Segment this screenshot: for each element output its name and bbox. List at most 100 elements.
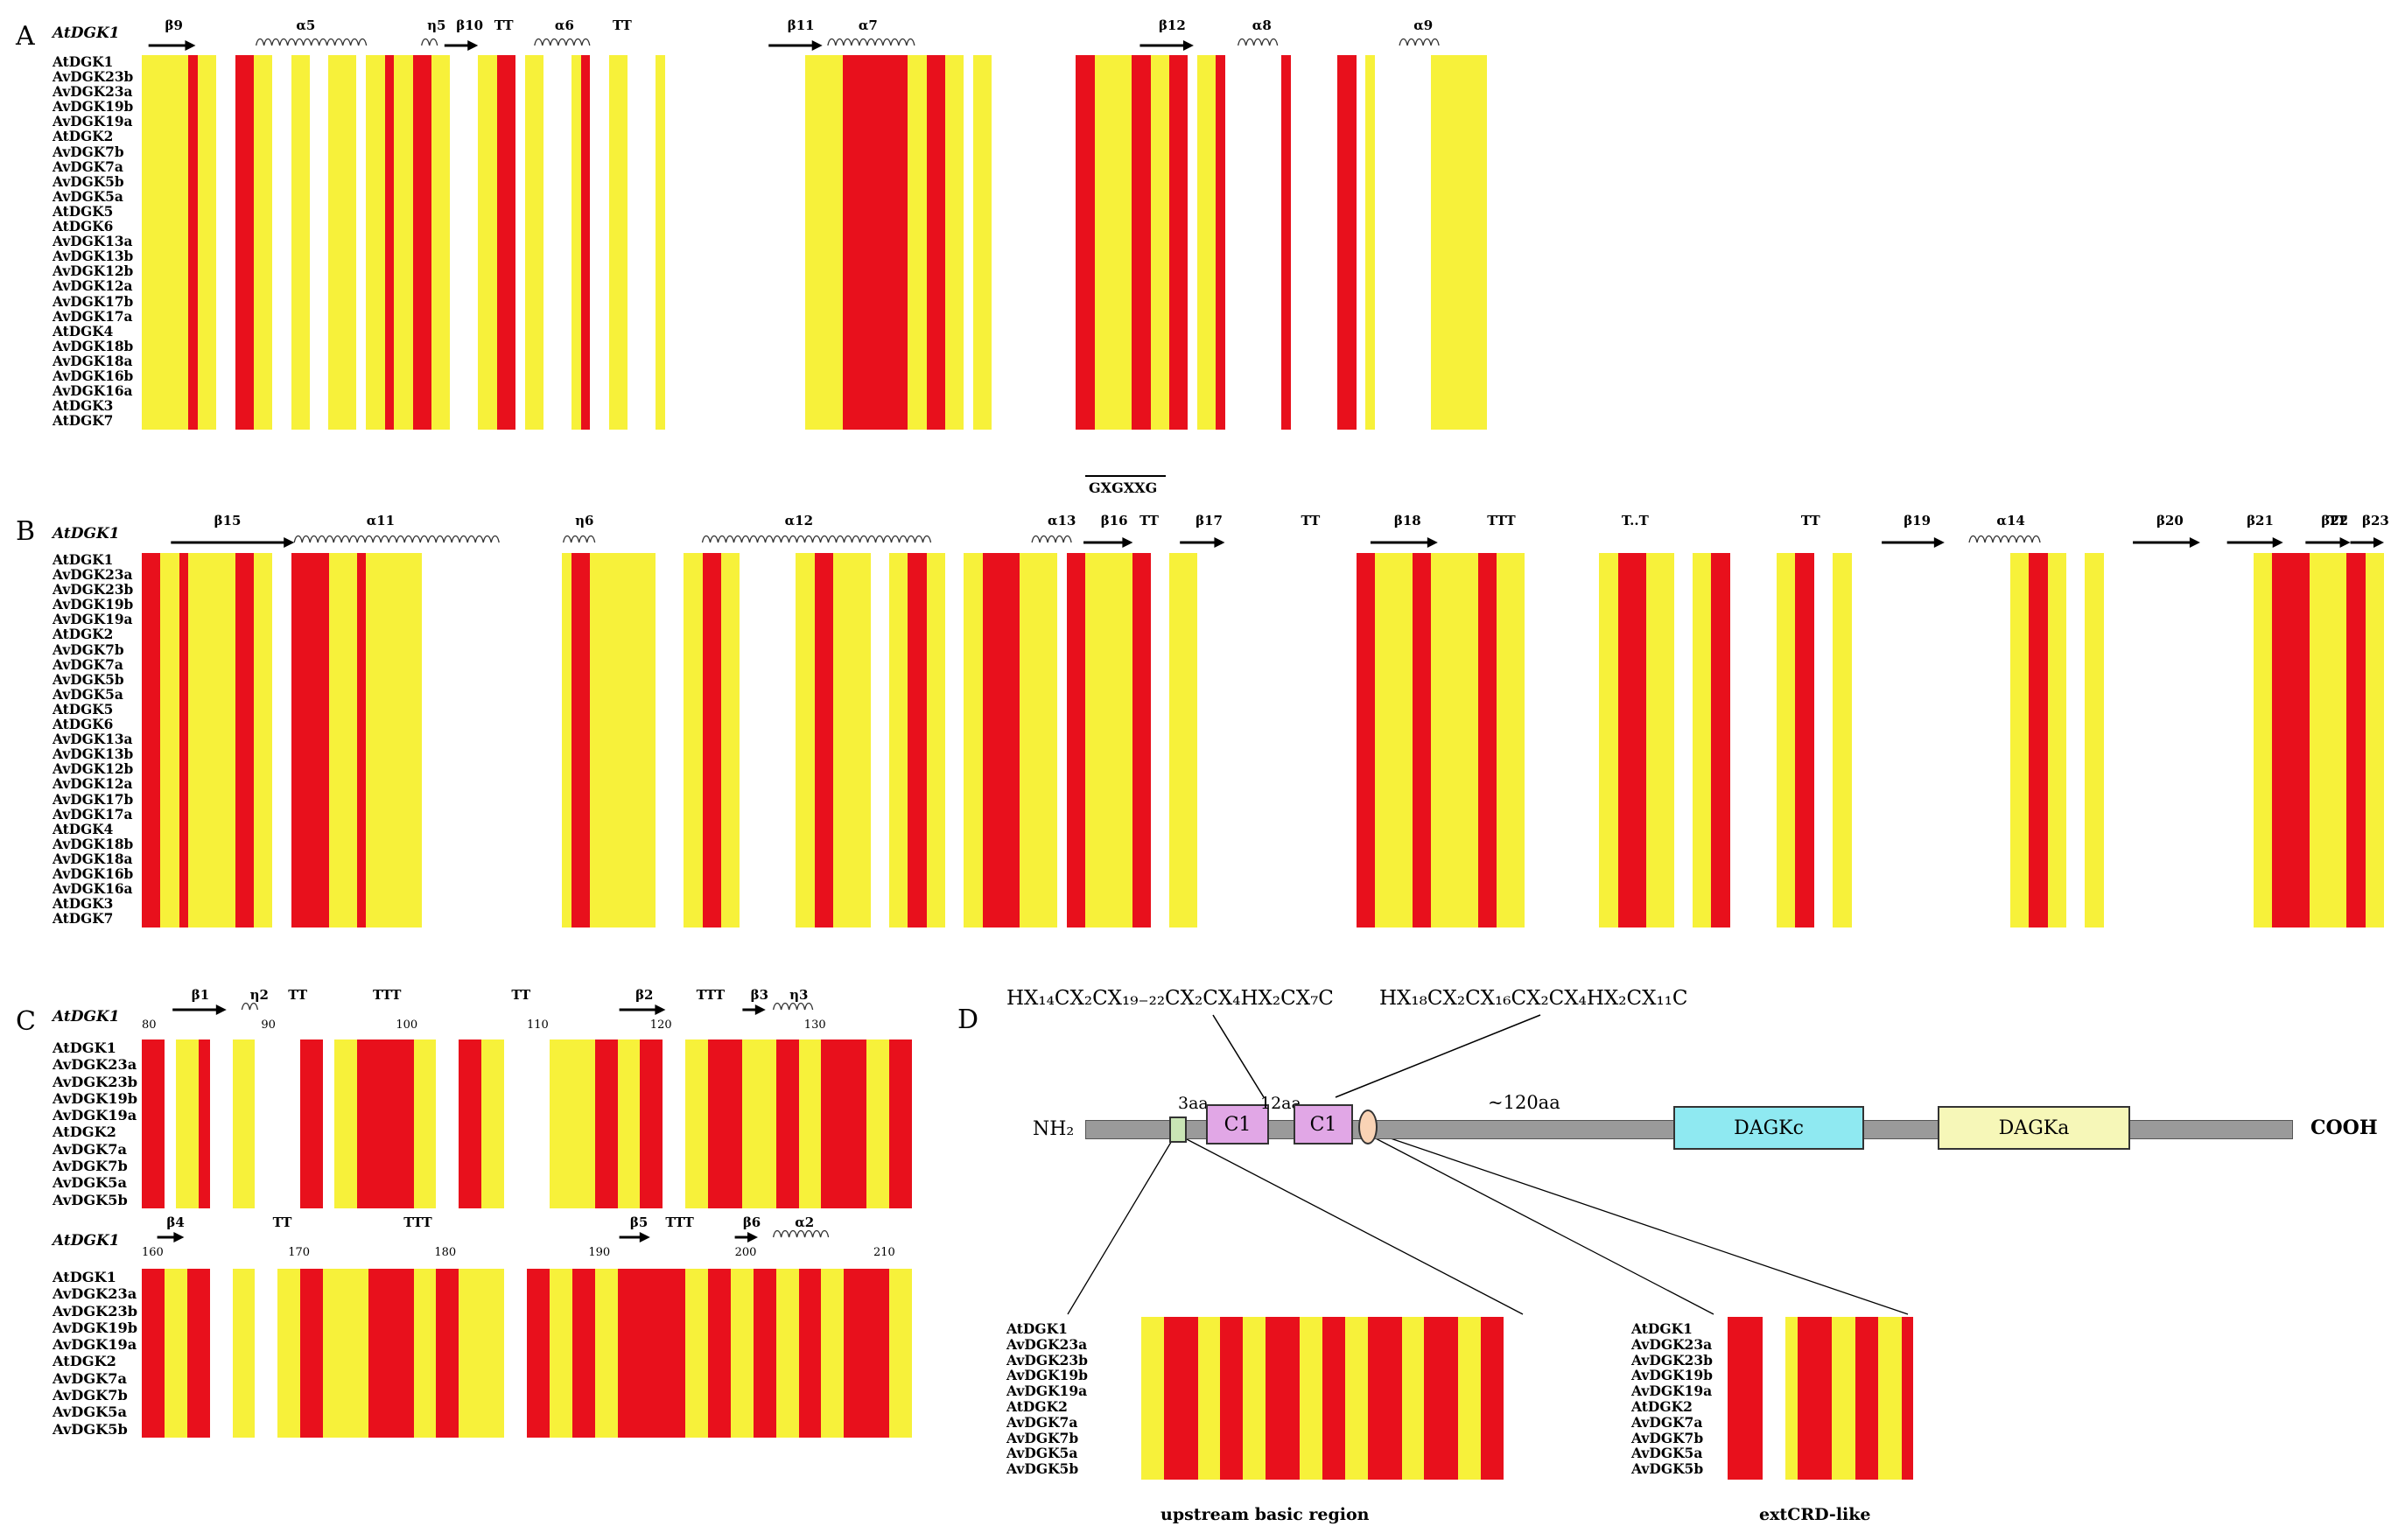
sequence-name: AvDGK7b <box>53 1387 128 1404</box>
sequence-name: AvDGK5a <box>1006 1445 1078 1462</box>
sequence-name: AvDGK5a <box>53 188 123 205</box>
ss-label: α9 <box>1413 18 1434 33</box>
ss-label: TT <box>1800 513 1820 528</box>
sequence-name: AvDGK19a <box>1006 1382 1088 1400</box>
secondary-structure-track <box>172 1002 814 1015</box>
ss-label: α2 <box>795 1214 815 1230</box>
ss-label: β6 <box>742 1214 761 1230</box>
sequence-name: AvDGK23b <box>1006 1351 1088 1368</box>
sequence-name: AvDGK23b <box>53 1302 138 1320</box>
residue-number: 210 <box>873 1246 895 1259</box>
ss-label: β21 <box>2247 513 2274 528</box>
sequence-name: AvDGK18b <box>53 836 134 852</box>
sequence-name: AvDGK5a <box>53 1174 127 1192</box>
sequence-name: AvDGK5b <box>1631 1460 1704 1478</box>
sequence-name: AtDGK2 <box>1631 1397 1693 1415</box>
beta-strand-arrowhead <box>1933 537 1945 548</box>
beta-strand-arrowhead <box>2272 537 2283 548</box>
sequence-name: AvDGK18a <box>53 353 133 369</box>
c1-domain-1-label: C1 <box>1224 1113 1252 1136</box>
sequence-name: AvDGK7a <box>53 1140 127 1158</box>
ss-label: β5 <box>629 1214 649 1230</box>
gxgxxg-underline <box>1085 475 1166 477</box>
alpha-helix-coil <box>1968 535 2041 543</box>
sequence-name: AvDGK5b <box>53 1420 128 1438</box>
panel-d-label: D <box>957 1004 979 1035</box>
ss-label: η5 <box>427 18 446 33</box>
sequence-name: AvDGK19b <box>53 99 134 116</box>
sequence-name: AvDGK5a <box>53 686 123 703</box>
ss-label: TT <box>288 987 307 1003</box>
sequence-name: AvDGK23b <box>1631 1351 1713 1368</box>
ss-label: α11 <box>366 513 396 528</box>
sequence-name: AvDGK5b <box>53 671 124 688</box>
ss-label: α13 <box>1048 513 1076 528</box>
ss-label: β15 <box>214 513 242 528</box>
secondary-structure-track <box>171 535 2384 548</box>
upstream-basic-region-box <box>1169 1116 1187 1143</box>
alpha-helix-coil <box>1031 535 1072 543</box>
panel-c-bottom-header: AtDGK1 <box>53 1232 120 1250</box>
sequence-name: AtDGK7 <box>53 413 114 430</box>
residue-number: 90 <box>261 1018 276 1032</box>
sequence-name: AvDGK19b <box>53 597 134 613</box>
ss-label: TT <box>494 18 514 33</box>
sequence-name: AvDGK19b <box>53 1089 138 1107</box>
beta-strand-arrowhead <box>1427 537 1438 548</box>
sequence-name: AvDGK12a <box>53 278 133 295</box>
sequence-name: AvDGK5a <box>53 1404 127 1421</box>
spacer-12aa-label: 12aa <box>1260 1094 1301 1113</box>
sequence-name: AvDGK16b <box>53 865 134 882</box>
cooh-terminus: COOH <box>2310 1116 2378 1139</box>
sequence-name: AvDGK23a <box>53 84 133 101</box>
beta-strand-arrowhead <box>639 1232 650 1242</box>
ss-label: TT <box>272 1214 292 1230</box>
c1-domain-2-label: C1 <box>1309 1113 1337 1136</box>
eta-helix-coil <box>421 38 438 46</box>
ss-label: TTT <box>696 987 726 1003</box>
beta-strand-arrowhead <box>185 40 196 51</box>
sequence-name: AvDGK19b <box>1631 1367 1713 1384</box>
ss-label: α12 <box>784 513 814 528</box>
residue-number: 130 <box>803 1018 826 1032</box>
sequence-name: AvDGK16b <box>53 368 134 384</box>
alpha-helix-coil <box>1238 38 1279 46</box>
beta-strand-arrowhead <box>1182 40 1194 51</box>
sequence-name: AvDGK16a <box>53 383 133 400</box>
ss-label: η2 <box>249 987 269 1003</box>
basic-region-caption: upstream basic region <box>1160 1505 1370 1524</box>
ss-label: TTT <box>1487 513 1516 528</box>
dagkc-label: DAGKc <box>1734 1116 1804 1139</box>
sequence-name: AtDGK5 <box>53 203 114 220</box>
sequence-name: AvDGK7a <box>53 1369 127 1387</box>
sequence-name: AtDGK2 <box>53 1353 116 1370</box>
panel-a-label: A <box>16 21 35 52</box>
beta-strand-arrowhead <box>754 1004 766 1015</box>
secondary-structure-track <box>148 38 1440 51</box>
ss-label: β9 <box>165 18 183 33</box>
alpha-helix-coil <box>534 38 591 46</box>
sequence-name: AvDGK5b <box>53 1191 128 1208</box>
panel-c-label: C <box>16 1006 36 1037</box>
sequence-name: AtDGK4 <box>53 821 114 837</box>
alpha-helix-coil <box>772 1229 830 1238</box>
dagka-domain: DAGKa <box>1938 1106 2130 1150</box>
sequence-name: AtDGK1 <box>1631 1320 1693 1337</box>
dagkc-domain: DAGKc <box>1673 1106 1864 1150</box>
residue-number: 190 <box>588 1246 611 1259</box>
ss-label: β4 <box>166 1214 185 1230</box>
sequence-name: AvDGK13a <box>53 234 133 250</box>
sequence-name: AvDGK7b <box>53 144 124 160</box>
ss-label: α6 <box>554 18 574 33</box>
residue-number: 160 <box>142 1246 164 1259</box>
sequence-name: AvDGK5b <box>53 173 124 190</box>
sequence-name: AvDGK12b <box>53 263 134 280</box>
sequence-name: AvDGK7b <box>53 1158 128 1175</box>
